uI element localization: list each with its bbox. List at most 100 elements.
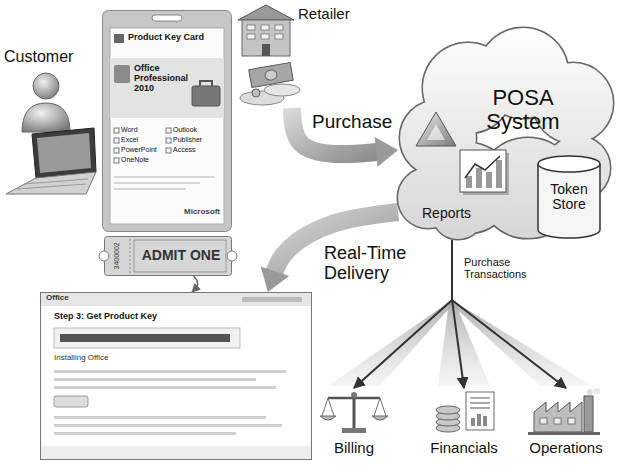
text-slot: Step 3: Get Product Key bbox=[54, 312, 224, 322]
connector bbox=[292, 108, 398, 167]
fan-beams bbox=[328, 302, 592, 386]
laptop-keys bbox=[17, 184, 86, 189]
text-slot: Token Store bbox=[538, 182, 600, 213]
factory-window bbox=[568, 418, 575, 424]
checkbox bbox=[114, 148, 119, 153]
node-text: Office bbox=[46, 294, 106, 303]
billing: Billing bbox=[318, 388, 390, 462]
ticket-body bbox=[105, 237, 232, 276]
page-text-line bbox=[54, 378, 256, 381]
scale-knob bbox=[351, 392, 357, 398]
building-body bbox=[242, 20, 290, 56]
retailer: Retailer bbox=[236, 2, 360, 108]
node-text: Customer bbox=[4, 48, 100, 66]
key-characters bbox=[60, 334, 230, 342]
card-backing bbox=[103, 11, 232, 232]
building-window bbox=[261, 25, 269, 30]
customer-head bbox=[33, 73, 59, 99]
page-nav bbox=[242, 297, 302, 302]
text-slot: Microsoft bbox=[158, 208, 220, 217]
text-slot: Financials bbox=[418, 440, 510, 457]
node-text: OneNote bbox=[121, 156, 165, 164]
customer-actor: Customer bbox=[2, 48, 100, 196]
text-slot: Reports bbox=[422, 206, 510, 221]
briefcase-handle bbox=[200, 81, 212, 86]
edge-label-slot: Purchase bbox=[310, 112, 400, 133]
admit-one-ticket: ADMIT ONE 3400002 bbox=[104, 236, 232, 276]
cloud-fill bbox=[398, 28, 613, 239]
key-icon bbox=[114, 34, 124, 43]
text-slot: Customer bbox=[4, 48, 100, 66]
connector bbox=[192, 276, 198, 292]
cylinder-body bbox=[538, 164, 600, 238]
ledger-bar bbox=[477, 414, 481, 426]
card-panel bbox=[110, 28, 224, 224]
building-window bbox=[261, 34, 269, 39]
product-band bbox=[110, 58, 224, 118]
edge-label: Real-Time Delivery bbox=[322, 244, 412, 284]
scale-pan bbox=[320, 416, 336, 420]
node-text: Step 3: Get Product Key bbox=[54, 312, 224, 322]
report-trend bbox=[465, 156, 500, 178]
card-hang-hole bbox=[152, 15, 182, 21]
product-key-web-page: OfficeStep 3: Get Product KeyInstalling … bbox=[40, 292, 312, 460]
node-text: POSA System bbox=[468, 86, 578, 134]
factory-chimney bbox=[584, 396, 593, 432]
building-door bbox=[262, 44, 270, 56]
ledger bbox=[466, 392, 494, 430]
financials: Financials bbox=[418, 388, 510, 462]
text-slot: Office Professional 2010 bbox=[134, 64, 190, 94]
node-text: Word bbox=[121, 126, 165, 134]
text-slot: Word bbox=[121, 126, 165, 134]
operations: Operations bbox=[520, 388, 612, 462]
factory-ground bbox=[528, 432, 600, 435]
report-bar bbox=[476, 168, 482, 188]
page-text-line bbox=[54, 370, 286, 373]
report-frame bbox=[460, 150, 506, 192]
node-text: Outlook bbox=[173, 126, 221, 134]
page-text-line bbox=[54, 424, 282, 427]
text-slot: Product Key Card bbox=[128, 33, 226, 43]
product-key-card-shape bbox=[102, 10, 232, 232]
node-text: Product Key Card bbox=[128, 33, 226, 43]
checkbox bbox=[166, 138, 171, 143]
checkbox bbox=[114, 158, 119, 163]
building-window bbox=[275, 25, 283, 30]
page-button bbox=[54, 396, 88, 407]
text-slot: Publisher bbox=[173, 136, 221, 144]
ticket-notch bbox=[99, 251, 109, 261]
text-slot: Excel bbox=[121, 136, 165, 144]
laptop-base bbox=[6, 172, 96, 194]
node-text: Office Professional 2010 bbox=[134, 64, 190, 94]
page-frame bbox=[41, 293, 312, 460]
hand bbox=[264, 84, 300, 96]
fine-print bbox=[114, 176, 214, 178]
text-slot: Retailer bbox=[298, 6, 360, 23]
coin bbox=[436, 406, 460, 414]
text-slot: Installing Office bbox=[54, 354, 204, 363]
edge-label: Purchase bbox=[310, 112, 394, 133]
node-text: 3400002 bbox=[113, 239, 121, 273]
text-slot: Outlook bbox=[173, 126, 221, 134]
checkbox bbox=[114, 128, 119, 133]
text-slot: Billing bbox=[318, 440, 390, 457]
building-window bbox=[247, 34, 255, 39]
banknote-seal bbox=[264, 69, 278, 81]
node-text: ADMIT ONE bbox=[134, 248, 228, 263]
report-bar bbox=[496, 160, 502, 188]
ledger-line bbox=[470, 397, 490, 399]
factory bbox=[534, 402, 582, 432]
node-text: Microsoft bbox=[158, 208, 220, 217]
node-text: Token Store bbox=[538, 182, 600, 213]
node-text: Operations bbox=[520, 440, 612, 457]
laptop-keys bbox=[24, 179, 88, 184]
coin bbox=[252, 89, 260, 97]
node-text: Publisher bbox=[173, 136, 221, 144]
laptop-display bbox=[37, 133, 91, 173]
cloud-outline bbox=[398, 28, 613, 239]
edge-label-slot: Real-Time Delivery bbox=[322, 244, 412, 284]
page-footer bbox=[41, 446, 311, 459]
checkbox bbox=[114, 138, 119, 143]
arrowhead bbox=[375, 137, 398, 167]
node-text: PowerPoint bbox=[121, 146, 165, 154]
